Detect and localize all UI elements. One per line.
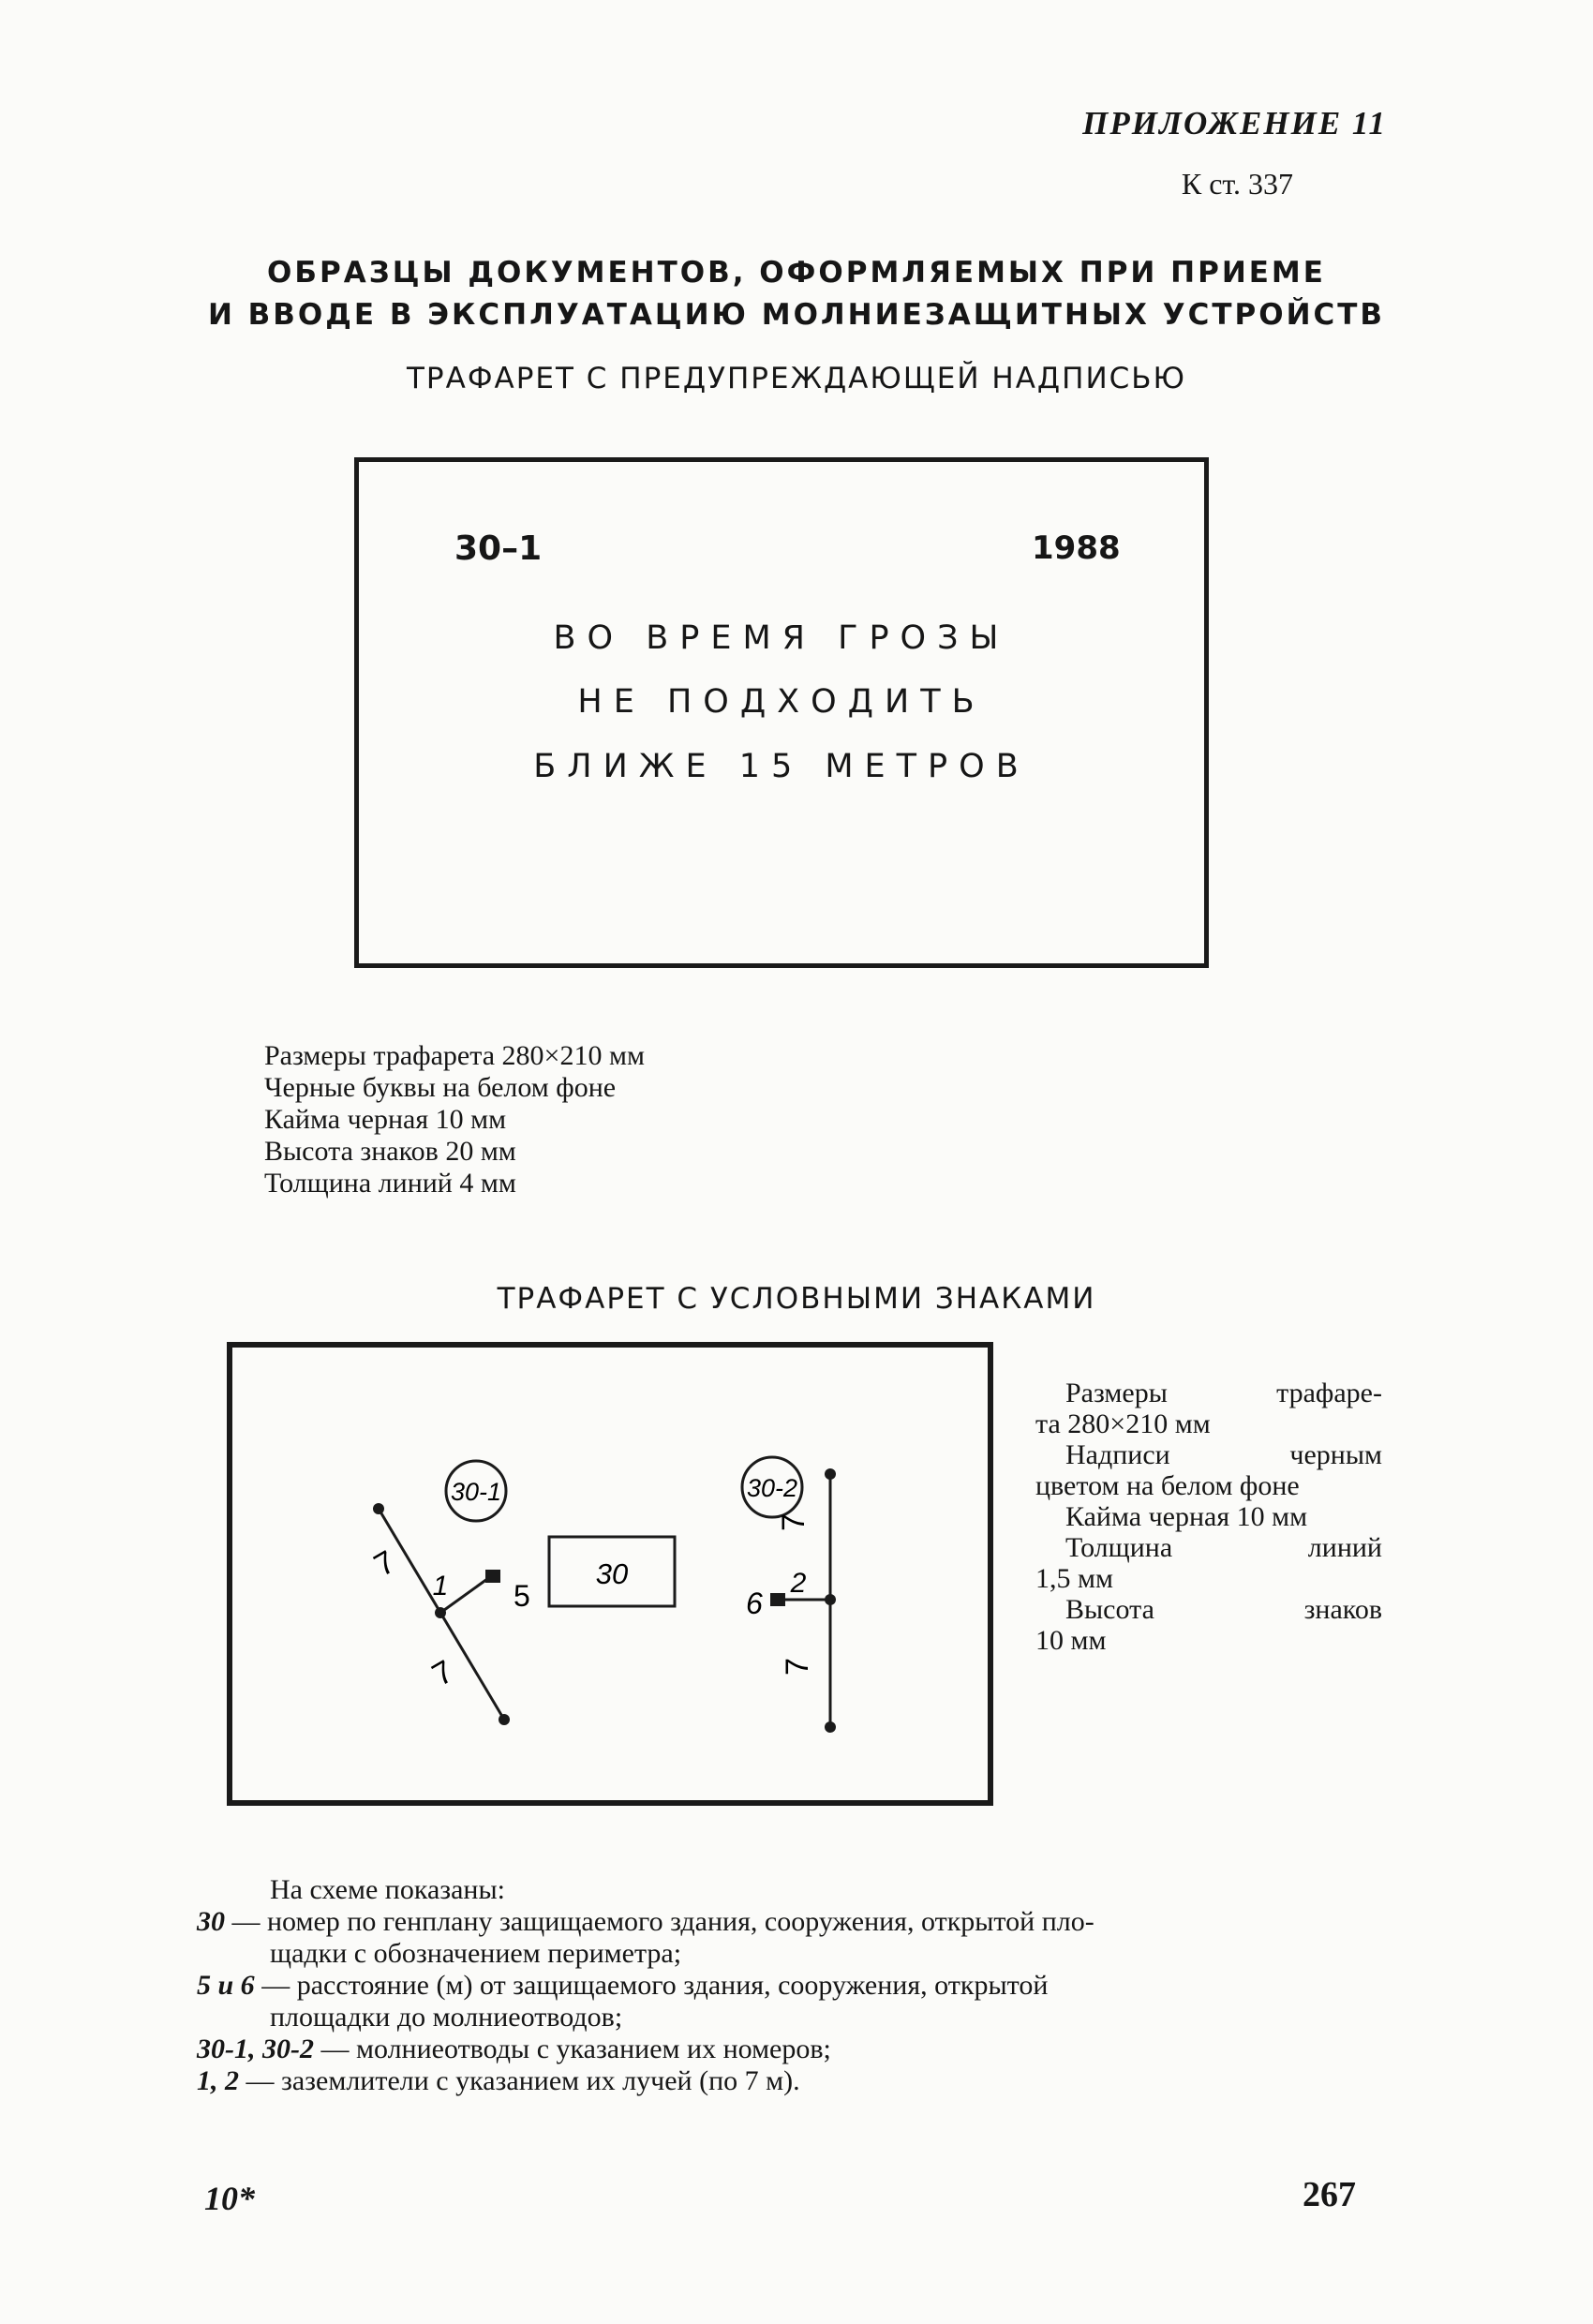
lightning-protection-diagram: 30-1 1 5 7 7 30 30-2 2 6 7 7: [368, 1455, 836, 1733]
spec-row: 10 мм: [1035, 1625, 1107, 1656]
legend-key: 30: [197, 1906, 225, 1937]
warning-line-2: НЕ ПОДХОДИТЬ: [577, 683, 986, 721]
lightning-rod-2-symbol: [770, 1593, 785, 1606]
spec-text: Размеры: [1065, 1378, 1168, 1408]
electrode-end-point: [825, 1721, 836, 1733]
diagram-legend: На схеме показаны: 30 — номер по генплан…: [197, 1874, 1387, 2097]
document-title-line-1: ОБРАЗЦЫ ДОКУМЕНТОВ, ОФОРМЛЯЕМЫХ ПРИ ПРИЕ…: [267, 256, 1326, 290]
spec-row: Размеры трафаре-: [1035, 1378, 1382, 1408]
spec-line: Размеры трафарета 280×210 мм: [264, 1040, 645, 1071]
ground-connection-line: [439, 1577, 488, 1615]
spec-line: Черные буквы на белом фоне: [264, 1072, 617, 1103]
legend-key: 30-1, 30-2: [197, 2034, 314, 2064]
warning-stencil-specs: Размеры трафарета 280×210 мм Черные букв…: [264, 1040, 645, 1199]
spec-text: Высота: [1065, 1594, 1154, 1625]
spec-row: Высота знаков: [1035, 1594, 1382, 1625]
rod-2-label: 30-2: [747, 1474, 797, 1502]
distance-1-label: 5: [514, 1579, 530, 1613]
spec-text: Надписи: [1065, 1439, 1170, 1470]
legend-intro: На схеме показаны:: [270, 1874, 505, 1905]
legend-item: 1, 2 — заземлители с указанием их лучей …: [197, 2065, 1387, 2097]
symbols-stencil-heading: ТРАФАРЕТ С УСЛОВНЫМИ ЗНАКАМИ: [497, 1282, 1096, 1316]
warning-stencil-heading: ТРАФАРЕТ С ПРЕДУПРЕЖДАЮЩЕЙ НАДПИСЬЮ: [406, 362, 1187, 395]
legend-text: — номер по генплану защищаемого здания, …: [225, 1906, 1094, 1937]
symbols-stencil-specs: Размеры трафаре- та 280×210 мм Надписи чер…: [1035, 1378, 1382, 1656]
signature-mark: 10*: [204, 2180, 255, 2217]
legend-text: — молниеотводы с указанием их номеров;: [313, 2034, 831, 2064]
electrode-end-point: [825, 1468, 836, 1480]
electrode-end-point: [499, 1714, 510, 1725]
appendix-label: ПРИЛОЖЕНИЕ 11: [1082, 105, 1387, 142]
protected-building-perimeter: [547, 1535, 677, 1608]
warning-line-3: БЛИЖЕ 15 МЕТРОВ: [533, 748, 1030, 785]
ray-length-label: 7: [368, 1544, 401, 1584]
spec-line: Толщина линий 4 мм: [264, 1168, 516, 1199]
spec-text: Толщина: [1065, 1532, 1173, 1563]
legend-text: — расстояние (м) от защищаемого здания, …: [254, 1970, 1049, 2001]
ray-length-label: 7: [426, 1654, 459, 1693]
electrode-end-point: [373, 1503, 384, 1514]
rod-1-marker: [444, 1459, 508, 1523]
spec-row: Кайма черная 10 мм: [1065, 1501, 1308, 1532]
stencil-year: 1988: [1032, 529, 1121, 567]
spec-text: линий: [1307, 1532, 1382, 1563]
warning-stencil: 30–1 1988 ВО ВРЕМЯ ГРОЗЫ НЕ ПОДХОДИТЬ БЛ…: [354, 457, 1209, 968]
spec-line: Кайма черная 10 мм: [264, 1104, 507, 1135]
warning-line-1: ВО ВРЕМЯ ГРОЗЫ: [553, 619, 1010, 657]
spec-row: 1,5 мм: [1035, 1563, 1113, 1594]
spec-text: трафаре-: [1276, 1378, 1382, 1408]
legend-text: площадки до молниеотводов;: [270, 2002, 623, 2033]
rod-1-label: 30-1: [451, 1478, 501, 1506]
spec-text: черным: [1289, 1439, 1382, 1470]
legend-item: 5 и 6 — расстояние (м) от защищаемого зд…: [197, 1970, 1387, 2034]
page-number: 267: [1303, 2175, 1356, 2214]
legend-item: 30-1, 30-2 — молниеотводы с указанием их…: [197, 2034, 1387, 2065]
lightning-rod-1-symbol: [485, 1570, 500, 1583]
building-number-label: 30: [596, 1557, 628, 1590]
stencil-number: 30–1: [454, 529, 543, 568]
legend-text: — заземлители с указанием их лучей (по 7…: [239, 2065, 800, 2096]
article-reference: К ст. 337: [1181, 167, 1293, 201]
document-title-line-2: И ВВОДЕ В ЭКСПЛУАТАЦИЮ МОЛНИЕЗАЩИТНЫХ УС…: [207, 298, 1386, 332]
legend-item: 30 — номер по генплану защищаемого здани…: [197, 1906, 1387, 1970]
legend-text: щадки с обозначением периметра;: [270, 1938, 682, 1969]
distance-2-label: 6: [746, 1587, 763, 1620]
ray-length-label: 7: [776, 1513, 811, 1531]
ray-length-label: 7: [780, 1658, 815, 1676]
spec-row: Надписи черным: [1035, 1439, 1382, 1470]
spec-row: Толщина линий: [1035, 1532, 1382, 1563]
spec-row: та 280×210 мм: [1035, 1408, 1211, 1439]
legend-key: 5 и 6: [197, 1970, 255, 2001]
rod-2-marker: [740, 1455, 804, 1519]
spec-line: Высота знаков 20 мм: [264, 1136, 516, 1167]
ground-1-label: 1: [433, 1571, 449, 1601]
spec-row: цветом на белом фоне: [1035, 1470, 1300, 1501]
spec-text: знаков: [1303, 1594, 1382, 1625]
ground-2-label: 2: [790, 1568, 807, 1599]
legend-key: 1, 2: [197, 2065, 239, 2096]
symbols-stencil: 30-1 1 5 7 7 30 30-2 2 6 7 7: [227, 1342, 993, 1806]
